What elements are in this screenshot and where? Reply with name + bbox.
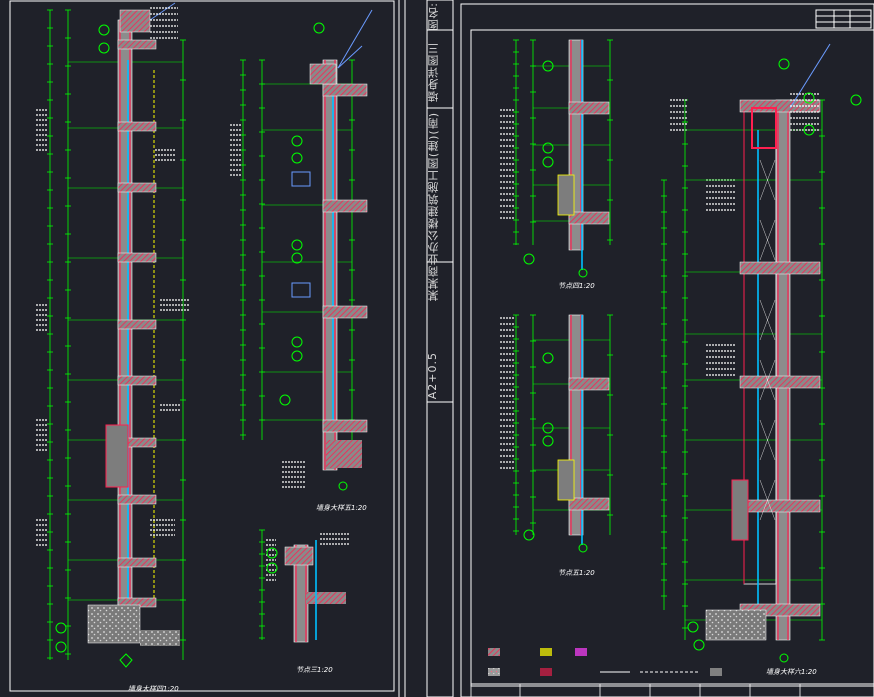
label-node-4: 节点四1:20 <box>558 282 595 290</box>
wall-detail-4 <box>36 2 190 660</box>
node-3 <box>259 529 350 643</box>
label-wall-detail-6: 墙身大样六1:20 <box>766 668 817 676</box>
drawing-name-label: 图名: <box>427 2 440 31</box>
material-legend <box>488 648 722 676</box>
label-wall-detail-5: 墙身大样五1:20 <box>316 504 367 512</box>
node-5 <box>500 314 613 545</box>
label-wall-detail-4: 墙身大样四1:20 <box>128 685 179 693</box>
sheet-size: A2+0.5 <box>426 352 439 400</box>
left-sheet-frame <box>9 0 406 697</box>
drawing-title: 墙身详图三 <box>427 42 440 102</box>
wall-detail-5 <box>230 9 373 488</box>
title-block-strip <box>426 0 454 697</box>
node-4 <box>500 39 613 270</box>
section-markers <box>55 22 862 663</box>
label-node-5: 节点五1:20 <box>558 569 595 577</box>
label-node-3: 节点三1:20 <box>296 666 333 674</box>
wall-detail-6 <box>661 43 831 641</box>
project-name: 某某商业办公楼建筑施工图(建)(南) <box>427 112 440 302</box>
detail-drawings <box>36 2 831 660</box>
diamond-marker <box>119 653 133 668</box>
right-bottom-title-bar <box>470 683 874 697</box>
